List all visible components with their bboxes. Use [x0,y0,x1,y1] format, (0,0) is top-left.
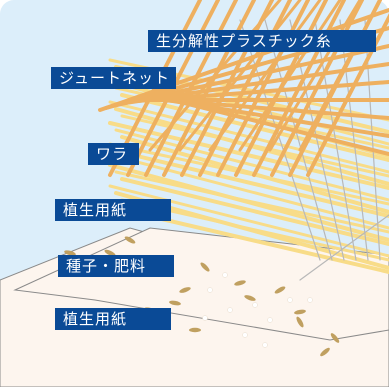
seed [234,280,246,286]
jute-fiber [216,0,310,177]
seed [64,250,76,256]
plastic-thread [299,214,389,281]
fertilizer-dot [227,307,233,313]
fertilizer-dot [287,297,293,303]
jute-fiber [298,0,382,152]
label-plastic-thread: 生分解性プラスチック糸 [148,30,376,52]
jute-fiber [268,0,362,152]
jute-fiber [198,0,292,177]
straw-strand [114,170,389,234]
label-jute-net: ジュートネット [51,67,176,89]
fertilizer-dot [242,332,248,338]
label-planting-paper-top: 植生用紙 [55,199,171,221]
jute-fiber [162,0,256,177]
fertilizer-dot [222,272,228,278]
fertilizer-dot [267,317,273,323]
jute-fiber [238,0,342,152]
plastic-thread [339,19,369,261]
seed [244,295,256,301]
jute-fiber [252,0,346,177]
fertilizer-dot [252,302,258,308]
jute-fiber [180,0,274,177]
fertilizer-dots [202,272,313,348]
straw-strand [108,184,389,258]
label-seed-fertilizer: 種子・肥料 [58,255,174,277]
seed [294,309,306,315]
seed [169,300,181,306]
seed [104,249,116,257]
straw-strand [120,114,389,178]
seed [124,236,136,244]
jute-fiber [148,0,282,152]
straw-strand [120,177,389,246]
jute-fiber [178,0,302,152]
label-planting-paper-bottom: 植生用紙 [55,308,171,330]
jute-fiber [144,0,238,177]
seed [200,262,210,272]
seed [320,347,330,357]
straw-strand [108,121,389,190]
fertilizer-dot [207,287,213,293]
jute-fiber [306,13,389,177]
fertilizer-dot [262,342,268,348]
seed [179,287,191,293]
seed [189,327,201,333]
seed [330,333,340,343]
jute-fiber [270,0,364,177]
fertilizer-dot [202,315,208,321]
jute-fiber [208,0,322,152]
label-straw: ワラ [88,143,139,165]
jute-net-layer [98,0,389,177]
seed [296,316,304,328]
straw-strand [114,149,389,218]
fertilizer-dot [307,297,313,303]
seed [274,286,286,294]
